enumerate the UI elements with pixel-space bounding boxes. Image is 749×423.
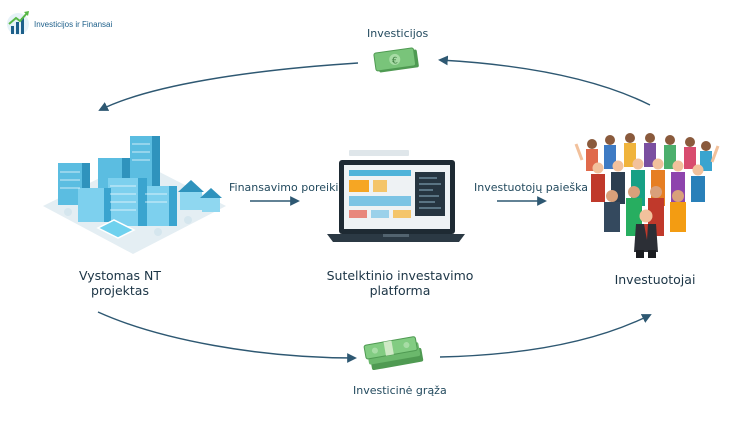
euro-bill-icon: € — [373, 47, 419, 73]
node-label-platform-line2: platforma — [369, 283, 431, 298]
investors-crowd-illustration — [574, 133, 720, 258]
flow-label-investicijos: Investicijos — [367, 27, 429, 40]
node-label-investors-line1: Investuotojai — [614, 272, 696, 287]
arrow-top-left — [98, 62, 359, 111]
logo-chart-icon — [7, 11, 29, 35]
flow-label-investicine-graza: Investicinė grąža — [353, 384, 447, 397]
arrow-bottom-left — [97, 311, 357, 363]
laptop-platform-illustration — [327, 150, 465, 242]
city-buildings-illustration — [43, 136, 226, 254]
arrow-top-right — [438, 55, 651, 106]
svg-text:€: € — [391, 56, 398, 67]
money-stack-icon — [363, 336, 424, 371]
node-label-investors: Investuotojai — [595, 272, 715, 287]
arrow-bottom-right — [439, 314, 652, 358]
node-label-developer-line2: projektas — [91, 283, 149, 298]
node-label-platform-line1: Sutelktinio investavimo — [326, 268, 474, 283]
logo-text: Investicijos ir Finansai — [34, 20, 113, 29]
logo: Investicijos ir Finansai — [6, 8, 136, 40]
node-label-platform: Sutelktinio investavimo platforma — [320, 268, 480, 298]
flow-label-investuotoju-paieska: Investuotojų paieška — [474, 181, 589, 194]
flow-label-finansavimo-poreikis: Finansavimo poreikis — [229, 181, 345, 194]
node-label-developer: Vystomas NT projektas — [60, 268, 180, 298]
node-label-developer-line1: Vystomas NT — [79, 268, 161, 283]
